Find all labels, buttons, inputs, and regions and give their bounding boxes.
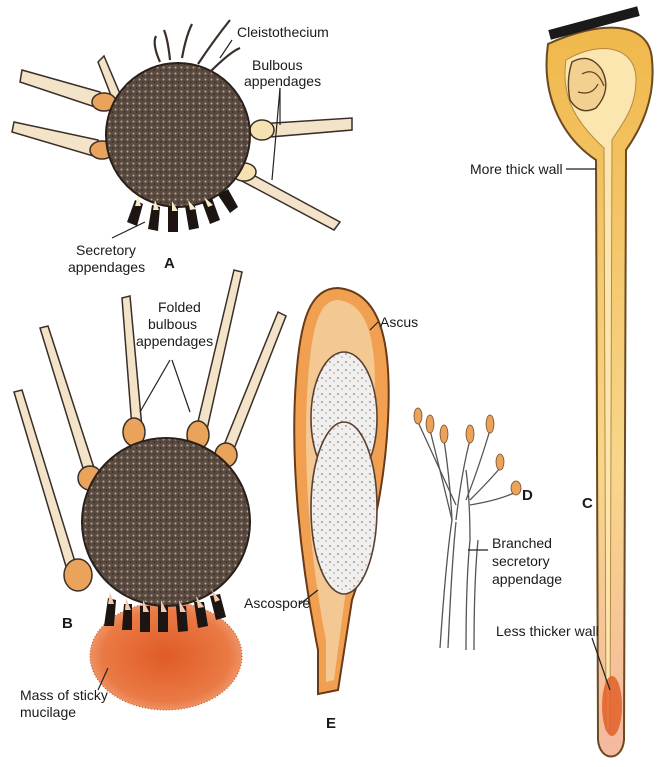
figure-a: Cleistothecium Bulbous appendages Secret… bbox=[12, 20, 352, 275]
label-folded-3: appendages bbox=[136, 333, 213, 349]
label-thick-wall: More thick wall bbox=[470, 161, 563, 177]
label-secretory-1: Secretory bbox=[76, 242, 136, 258]
label-cleistothecium: Cleistothecium bbox=[237, 24, 329, 40]
cleistothecium-body-b bbox=[82, 438, 250, 606]
label-branched-1: Branched bbox=[492, 535, 552, 551]
label-branched-3: appendage bbox=[492, 571, 562, 587]
ascospore-lower bbox=[311, 422, 377, 594]
figure-b: Folded bulbous appendages Mass of sticky… bbox=[14, 270, 286, 720]
label-ascus: Ascus bbox=[380, 314, 418, 330]
label-folded-1: Folded bbox=[158, 299, 201, 315]
label-mucilage-2: mucilage bbox=[20, 704, 76, 720]
figure-c: More thick wall Less thicker wall C bbox=[470, 6, 653, 756]
figure-letter-d: D bbox=[522, 487, 533, 504]
label-thinner-wall: Less thicker wall bbox=[496, 623, 599, 639]
figure-letter-c: C bbox=[582, 495, 593, 512]
label-mucilage-1: Mass of sticky bbox=[20, 687, 108, 703]
figure-letter-e: E bbox=[326, 715, 336, 732]
label-secretory-2: appendages bbox=[68, 259, 145, 275]
cleistothecium-body-a bbox=[106, 63, 250, 207]
label-ascospore: Ascospore bbox=[244, 595, 310, 611]
figure-letter-a: A bbox=[164, 255, 175, 272]
figure-letter-b: B bbox=[62, 615, 73, 632]
label-branched-2: secretory bbox=[492, 553, 550, 569]
label-bulbous-1: Bulbous bbox=[252, 57, 303, 73]
label-folded-2: bulbous bbox=[148, 316, 197, 332]
figure-d: Branched secretory appendage D bbox=[414, 408, 562, 650]
label-bulbous-2: appendages bbox=[244, 73, 321, 89]
